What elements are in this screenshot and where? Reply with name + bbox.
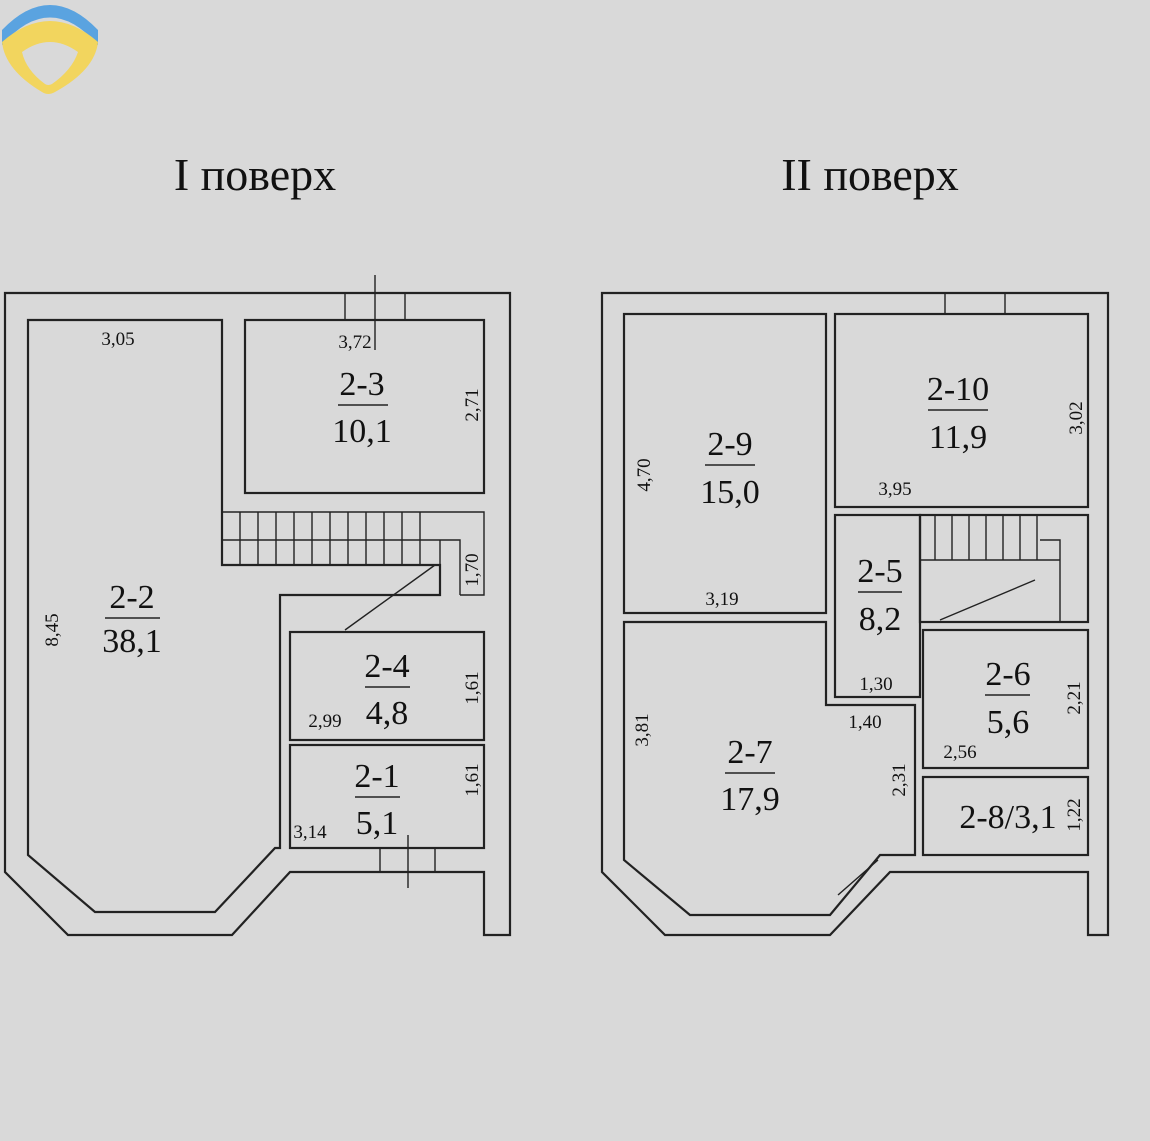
room-2-3-area: 10,1 — [332, 413, 392, 450]
room-2-10-area: 11,9 — [929, 419, 987, 456]
dim-label: 2,31 — [889, 763, 910, 796]
dim-label: 2,56 — [943, 742, 976, 763]
room-2-8-label: 2-8/3,1 — [959, 799, 1056, 836]
dim-label: 3,14 — [293, 822, 327, 843]
stairs — [239, 512, 441, 631]
dim-label: 1,61 — [462, 671, 483, 704]
dim-label: 2,21 — [1064, 681, 1085, 714]
room-2-1-area: 5,1 — [356, 805, 399, 842]
dim-label: 3,72 — [338, 332, 371, 353]
dim-label: 3,05 — [101, 329, 134, 350]
dim-label: 1,70 — [462, 553, 483, 586]
logo — [2, 5, 98, 94]
room-2-2-id: 2-2 — [109, 579, 154, 616]
room-2-2-area: 38,1 — [102, 623, 162, 660]
room-2-7-id: 2-7 — [727, 734, 772, 771]
room-2-10-id: 2-10 — [927, 371, 989, 408]
room-2-9-id: 2-9 — [707, 426, 752, 463]
room-2-1-id: 2-1 — [354, 758, 399, 795]
room-2-6-id: 2-6 — [985, 656, 1030, 693]
room-2-4-id: 2-4 — [364, 648, 409, 685]
room-2-9-area: 15,0 — [700, 474, 760, 511]
dim-label: 3,81 — [632, 713, 653, 746]
floor-1-title: I поверх — [174, 149, 336, 200]
dim-label: 2,99 — [308, 711, 341, 732]
dim-label: 3,02 — [1066, 401, 1087, 434]
dim-label: 3,95 — [878, 479, 911, 500]
room-2-3-id: 2-3 — [339, 366, 384, 403]
floor-1-plan: I поверх 2-2 38,1 2-3 10,1 2-4 4,8 2-1 5… — [3, 149, 512, 937]
room-2-6-area: 5,6 — [987, 704, 1030, 741]
dim-label: 2,71 — [462, 388, 483, 421]
dim-label: 1,61 — [462, 763, 483, 796]
dim-label: 1,40 — [848, 712, 881, 733]
dim-label: 1,22 — [1064, 798, 1085, 831]
dim-label: 1,30 — [859, 674, 892, 695]
room-2-5-id: 2-5 — [857, 553, 902, 590]
dim-label: 8,45 — [42, 613, 63, 646]
floor-2-title: II поверх — [781, 149, 959, 200]
floor-2-plan: II поверх 2-9 15,0 2-10 11,9 2-5 8,2 2-6… — [600, 149, 1110, 937]
room-2-7-area: 17,9 — [720, 781, 780, 818]
stairs — [920, 515, 1061, 622]
room-2-4-area: 4,8 — [366, 695, 409, 732]
dim-label: 4,70 — [634, 458, 655, 491]
dim-label: 3,19 — [705, 589, 738, 610]
room-2-5-area: 8,2 — [859, 601, 902, 638]
